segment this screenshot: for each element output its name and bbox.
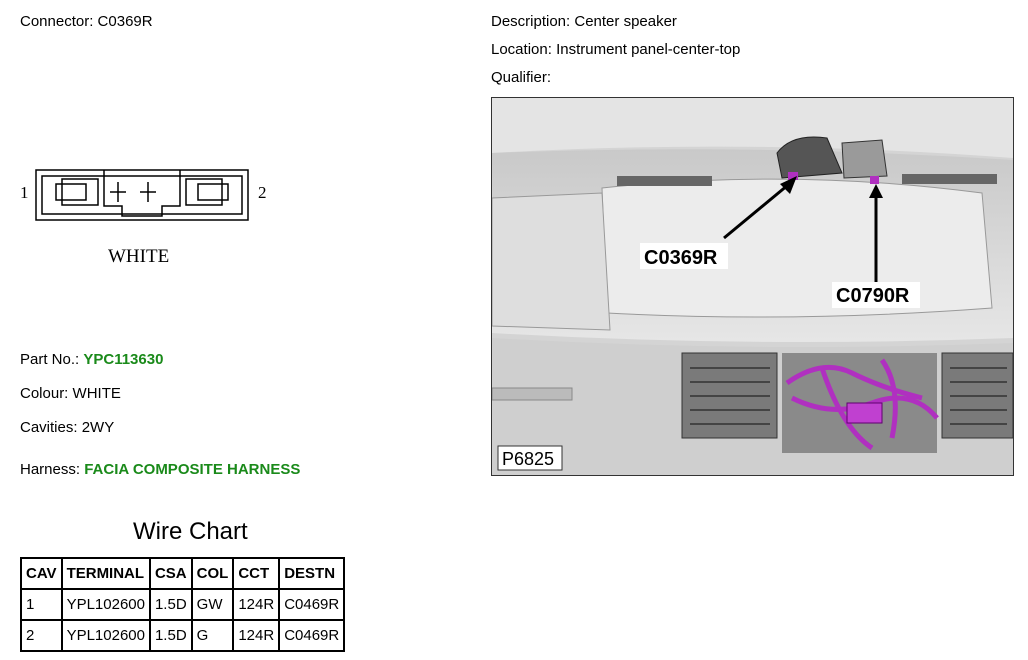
cell-destn: C0469R bbox=[278, 619, 346, 652]
header-col: COL bbox=[190, 557, 235, 590]
part-no-link[interactable]: YPC113630 bbox=[83, 351, 164, 368]
connector-line: Connector: C0369R bbox=[20, 13, 153, 30]
part-no-label: Part No.: bbox=[20, 351, 80, 368]
cell-cct: 124R bbox=[232, 619, 281, 652]
qualifier-line: Qualifier: bbox=[491, 69, 551, 86]
cell-col: G bbox=[190, 619, 235, 652]
vent-slot-left bbox=[617, 176, 712, 186]
callout-label-1: C0369R bbox=[644, 247, 718, 269]
description-label: Description: bbox=[491, 13, 571, 30]
cavities-value: 2WY bbox=[81, 419, 115, 436]
header-cct: CCT bbox=[232, 557, 281, 590]
location-label: Location: bbox=[491, 41, 552, 58]
callout-label-2: C0790R bbox=[836, 285, 910, 307]
callout-arrow-1 bbox=[723, 178, 795, 240]
cell-destn: C0469R bbox=[278, 588, 346, 621]
location-value: Instrument panel-center-top bbox=[556, 41, 741, 58]
dashboard-illustration: C0369R C0790R P6825 bbox=[492, 98, 1013, 475]
header-csa: CSA bbox=[148, 557, 193, 590]
table-row: 2 YPL102600 1.5D G 124R C0469R bbox=[20, 619, 346, 652]
cell-terminal: YPL102600 bbox=[60, 588, 151, 621]
harness-link[interactable]: FACIA COMPOSITE HARNESS bbox=[84, 461, 301, 478]
vent-slot-right bbox=[902, 174, 997, 184]
header-destn: DESTN bbox=[278, 557, 346, 590]
table-row: 1 YPL102600 1.5D GW 124R C0469R bbox=[20, 588, 346, 621]
cell-col: GW bbox=[190, 588, 235, 621]
connector-face-diagram: 1 2 WHITE bbox=[20, 169, 267, 267]
cell-csa: 1.5D bbox=[148, 588, 193, 621]
c0369r-connector-mark bbox=[788, 172, 798, 180]
cavities-line: Cavities: 2WY bbox=[20, 419, 114, 436]
location-photo: C0369R C0790R P6825 bbox=[491, 97, 1014, 476]
table-header-row: CAV TERMINAL CSA COL CCT DESTN bbox=[20, 557, 346, 590]
cell-cav: 1 bbox=[20, 588, 63, 621]
pin-2-label: 2 bbox=[258, 183, 267, 202]
description-value: Center speaker bbox=[574, 13, 677, 30]
location-line: Location: Instrument panel-center-top bbox=[491, 41, 740, 58]
pin-1-label: 1 bbox=[20, 183, 29, 202]
header-cav: CAV bbox=[20, 557, 63, 590]
connector-value: C0369R bbox=[97, 13, 153, 30]
colour-line: Colour: WHITE bbox=[20, 385, 121, 402]
connector-outline bbox=[35, 169, 249, 221]
qualifier-label: Qualifier: bbox=[491, 69, 552, 86]
c0790r-connector-mark bbox=[870, 176, 879, 184]
connector-color-label: WHITE bbox=[108, 246, 169, 267]
colour-label: Colour: bbox=[20, 385, 69, 402]
harness-line: Harness: FACIA COMPOSITE HARNESS bbox=[20, 461, 300, 478]
cell-cav: 2 bbox=[20, 619, 63, 652]
cavities-label: Cavities: bbox=[20, 419, 78, 436]
photo-reference-label: P6825 bbox=[502, 449, 554, 469]
description-line: Description: Center speaker bbox=[491, 13, 677, 30]
connector-label: Connector: bbox=[20, 13, 94, 30]
cell-cct: 124R bbox=[232, 588, 281, 621]
harness-label: Harness: bbox=[20, 461, 81, 478]
part-no-line: Part No.: YPC113630 bbox=[20, 351, 163, 368]
wire-chart-table: CAV TERMINAL CSA COL CCT DESTN 1 YPL1026… bbox=[20, 557, 346, 652]
cell-terminal: YPL102600 bbox=[60, 619, 151, 652]
wire-chart-title: Wire Chart bbox=[133, 518, 248, 545]
header-terminal: TERMINAL bbox=[60, 557, 151, 590]
cell-csa: 1.5D bbox=[148, 619, 193, 652]
colour-value: WHITE bbox=[72, 385, 121, 402]
